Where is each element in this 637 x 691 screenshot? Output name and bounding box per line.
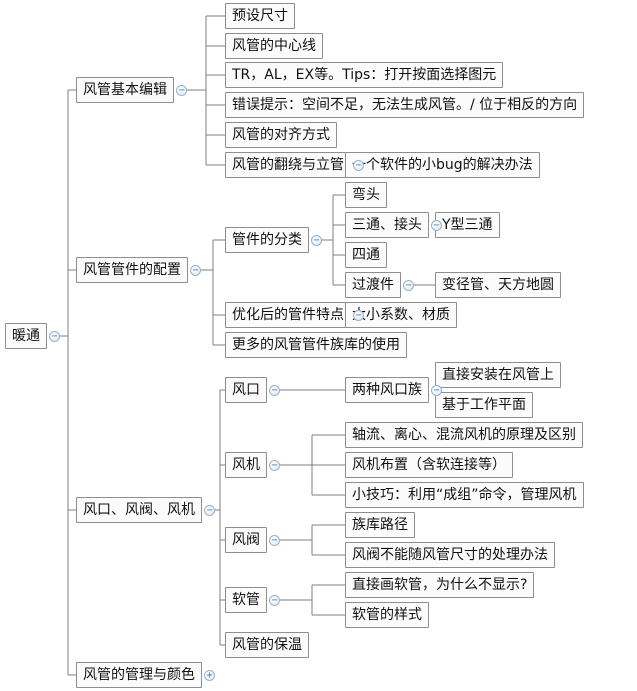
- topic-1-collapse-toggle[interactable]: −: [190, 265, 201, 276]
- topic-1-1-0[interactable]: 大小系数、材质: [345, 302, 457, 328]
- topic-2-3[interactable]: 软管: [225, 587, 267, 613]
- topic-1-0[interactable]: 管件的分类: [225, 227, 309, 253]
- topic-1-1-collapse-toggle[interactable]: −: [353, 310, 364, 321]
- topic-1-2[interactable]: 更多的风管管件族库的使用: [225, 332, 407, 358]
- topic-1-0-3[interactable]: 过渡件: [345, 272, 401, 298]
- topic-0-1[interactable]: 风管的中心线: [225, 33, 323, 59]
- topic-0-3[interactable]: 错误提示：空间不足，无法生成风管。/ 位于相反的方向: [225, 92, 585, 118]
- topic-2-4[interactable]: 风管的保温: [225, 632, 309, 658]
- topic-2-3-0[interactable]: 直接画软管，为什么不显示?: [345, 572, 535, 598]
- topic-2-1-1[interactable]: 风机布置（含软连接等）: [345, 452, 513, 478]
- topic-2-0-0[interactable]: 两种风口族: [345, 377, 429, 403]
- topic-2-0-0-1[interactable]: 基于工作平面: [435, 392, 533, 418]
- topic-2-1-2[interactable]: 小技巧：利用“成组”命令，管理风机: [345, 482, 584, 508]
- topic-1-0-1-0[interactable]: Y型三通: [435, 212, 500, 238]
- topic-1[interactable]: 风管管件的配置: [76, 257, 188, 283]
- topic-1-0-3-0[interactable]: 变径管、天方地圆: [435, 272, 561, 298]
- topic-0-4[interactable]: 风管的对齐方式: [225, 122, 337, 148]
- topic-1-0-3-collapse-toggle[interactable]: −: [403, 280, 414, 291]
- topic-2-1-0[interactable]: 轴流、离心、混流风机的原理及区别: [345, 422, 583, 448]
- topic-0-5-collapse-toggle[interactable]: −: [353, 160, 364, 171]
- topic-2-2-collapse-toggle[interactable]: −: [269, 535, 280, 546]
- topic-2-3-1[interactable]: 软管的样式: [345, 602, 429, 628]
- topic-1-0-0[interactable]: 弯头: [345, 182, 387, 208]
- topic-2-1-collapse-toggle[interactable]: −: [269, 460, 280, 471]
- topic-2-2-1[interactable]: 风阀不能随风管尺寸的处理办法: [345, 542, 555, 568]
- topic-1-0-1[interactable]: 三通、接头: [345, 212, 429, 238]
- topic-2-3-collapse-toggle[interactable]: −: [269, 595, 280, 606]
- topic-2-0-0-collapse-toggle[interactable]: −: [431, 385, 442, 396]
- topic-3[interactable]: 风管的管理与颜色: [76, 662, 202, 688]
- topic-2-0-0-0[interactable]: 直接安装在风管上: [435, 362, 561, 388]
- topic-0-5-0[interactable]: 一个软件的小bug的解决办法: [345, 152, 540, 178]
- topic-1-0-collapse-toggle[interactable]: −: [311, 235, 322, 246]
- topic-3-collapse-toggle[interactable]: +: [204, 670, 215, 681]
- topic-0-collapse-toggle[interactable]: −: [176, 85, 187, 96]
- topic-0-0[interactable]: 预设尺寸: [225, 3, 295, 29]
- topic-1-1[interactable]: 优化后的管件特点: [225, 302, 351, 328]
- topic-2-0[interactable]: 风口: [225, 377, 267, 403]
- topic-2[interactable]: 风口、风阀、风机: [76, 497, 202, 523]
- topic-1-0-1-collapse-toggle[interactable]: −: [431, 220, 442, 231]
- topic-2-0-collapse-toggle[interactable]: −: [269, 385, 280, 396]
- topic-1-0-2[interactable]: 四通: [345, 242, 387, 268]
- topic-2-1[interactable]: 风机: [225, 452, 267, 478]
- root-topic[interactable]: 暖通: [5, 323, 47, 349]
- topic-2-2[interactable]: 风阀: [225, 527, 267, 553]
- topic-2-2-0[interactable]: 族库路径: [345, 512, 415, 538]
- root-collapse-toggle[interactable]: −: [49, 331, 60, 342]
- topic-0-5[interactable]: 风管的翻绕与立管: [225, 152, 351, 178]
- topic-2-collapse-toggle[interactable]: −: [204, 505, 215, 516]
- topic-0-2[interactable]: TR，AL，EX等。Tips：打开按面选择图元: [225, 62, 504, 88]
- topic-0[interactable]: 风管基本编辑: [76, 77, 174, 103]
